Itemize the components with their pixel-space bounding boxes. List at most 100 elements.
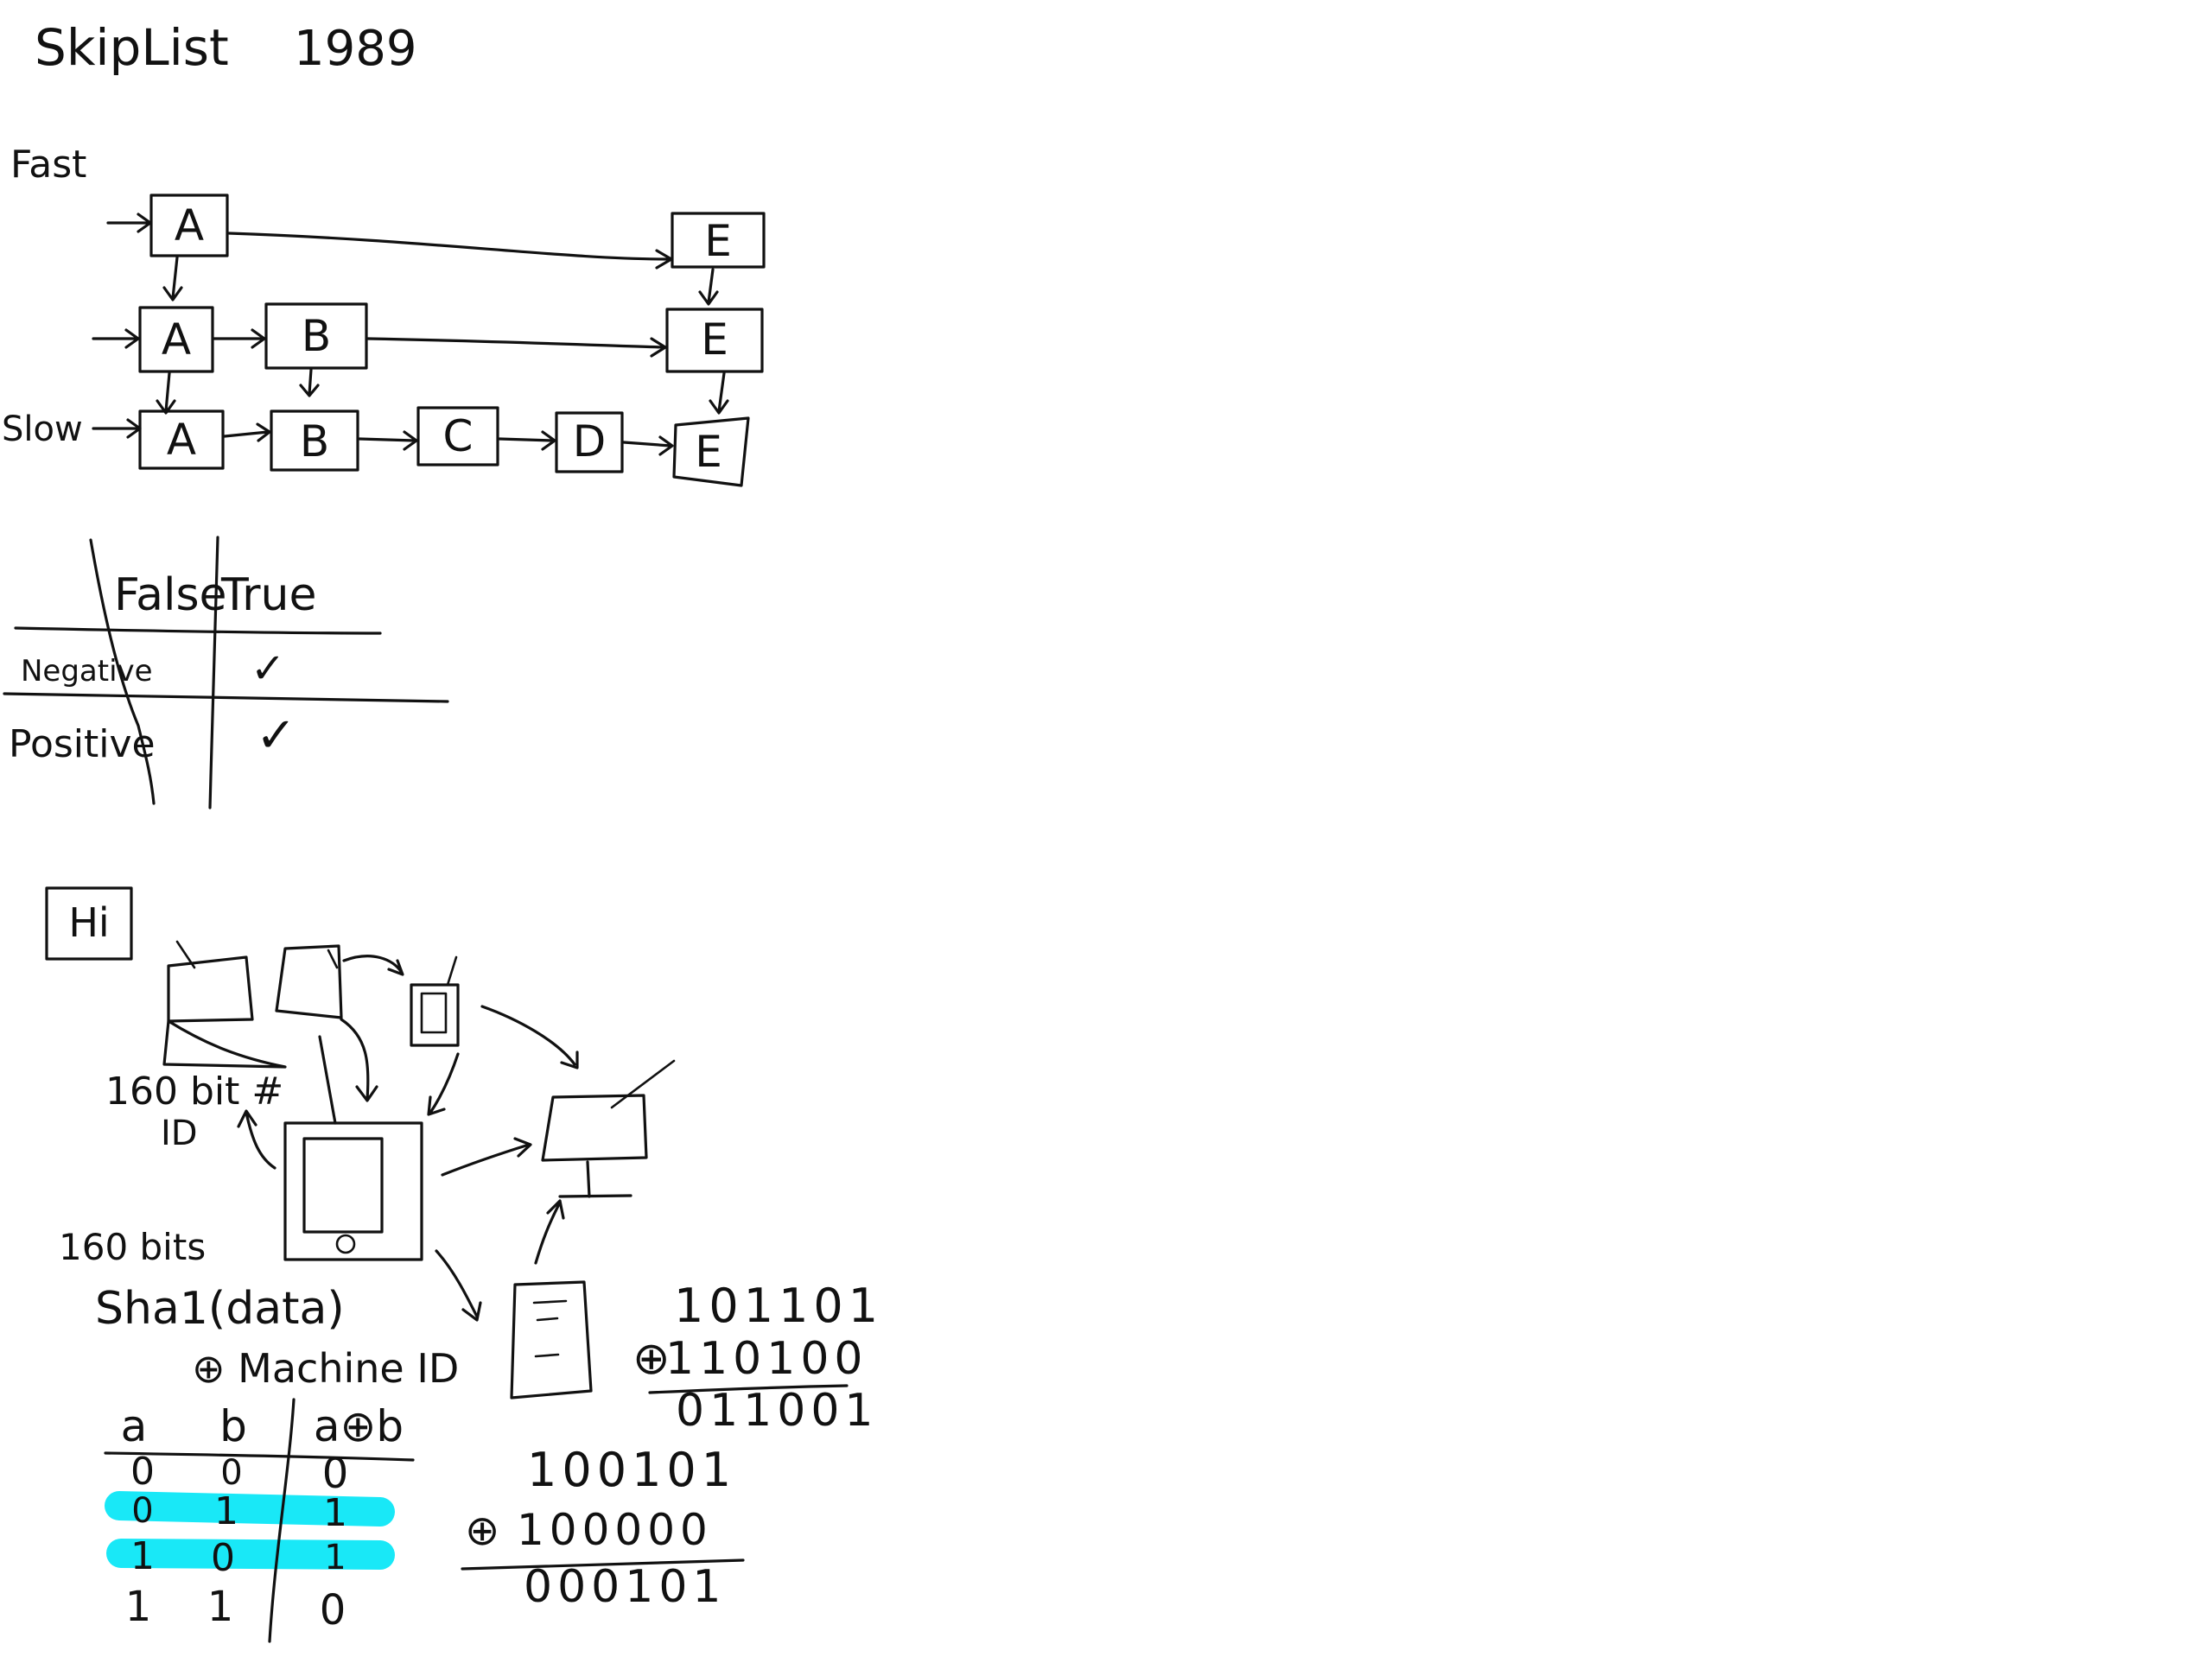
xor2-sum-rule	[461, 1558, 745, 1571]
row-label-positive: Positive	[9, 722, 156, 766]
node-level-3-A	[138, 409, 225, 470]
monitor-icon	[541, 1059, 676, 1198]
xor-example-1: 101101 ⊕ 110100 011001	[632, 1279, 883, 1437]
xor1-operand-a: 101101	[674, 1279, 883, 1333]
xor-header-aorb: a⊕b	[314, 1401, 404, 1451]
node-label: B	[300, 416, 329, 467]
down-arrow	[698, 268, 719, 306]
xor-table-divider-vertical	[268, 1398, 296, 1643]
xor-example-2: 100101 ⊕ 100000 000101	[461, 1443, 745, 1613]
xor-table-header-rule	[104, 1451, 415, 1462]
pointer-arrow	[622, 435, 674, 456]
xor-cell: 1	[125, 1583, 152, 1631]
node-label: C	[443, 411, 474, 461]
hash-line-1: Sha1(data)	[95, 1283, 345, 1335]
xor-cell: 0	[130, 1450, 155, 1494]
flow-arrow	[480, 1005, 579, 1070]
down-arrow	[709, 371, 729, 415]
sheet-icon	[275, 944, 343, 1019]
xor2-result: 000101	[524, 1561, 727, 1613]
xor2-operand-a: 100101	[527, 1443, 736, 1497]
phone-icon	[410, 955, 460, 1047]
flow-arrow	[340, 1018, 378, 1102]
xor1-sum-rule	[648, 1384, 849, 1394]
down-arrow	[156, 371, 176, 415]
node-level-2-E	[665, 308, 764, 373]
xor-cell: 0	[322, 1450, 349, 1498]
node-level-2-B	[264, 302, 368, 370]
node-label: E	[704, 216, 732, 266]
id-label-line-1: 160 bit #	[105, 1070, 283, 1114]
flow-arrow	[427, 1052, 460, 1116]
hi-label: Hi	[68, 899, 109, 946]
xor-header-b: b	[219, 1401, 247, 1451]
table-header-rule	[14, 626, 382, 635]
laptop-icon	[162, 940, 287, 1069]
document-icon	[510, 1280, 593, 1400]
node-level-3-D	[555, 411, 624, 473]
xor-cell: 0	[131, 1491, 153, 1531]
pointer-arrow	[227, 232, 673, 270]
xor2-operator: ⊕	[465, 1507, 499, 1555]
truth-table: False True Negative ✓ Positive ✓	[3, 536, 449, 809]
year-text: 1989	[294, 21, 417, 77]
down-arrow	[299, 368, 320, 397]
xor-cell: 0	[211, 1536, 235, 1580]
column-false: False	[114, 569, 227, 621]
xor-cell: 1	[130, 1534, 155, 1578]
pointer-arrow	[498, 430, 556, 451]
flow-arrow	[534, 1199, 565, 1265]
xor-table: a b a⊕b 0 0 0 0 1 1 1 0 1 1 1 0	[104, 1398, 415, 1643]
xor2-operand-b: 100000	[517, 1505, 713, 1555]
flow-arrow	[435, 1249, 482, 1322]
xor-cell: 1	[207, 1583, 234, 1631]
flow-arrow	[441, 1137, 532, 1177]
id-label-line-2: ID	[161, 1114, 198, 1153]
xor1-operator: ⊕	[632, 1333, 671, 1385]
pointer-arrow	[358, 430, 418, 451]
node-label: D	[573, 416, 607, 467]
slow-label: Slow	[2, 409, 83, 449]
flow-line	[318, 1035, 337, 1125]
entry-arrow-level-2	[92, 328, 140, 349]
node-level-3-B	[270, 409, 359, 472]
node-level-3-E	[672, 416, 750, 487]
xor-header-a: a	[121, 1401, 148, 1451]
node-level-1-A	[149, 194, 229, 257]
entry-arrow-level-3	[92, 418, 142, 439]
cell-positive-true: ✓	[256, 708, 296, 764]
xor-cell: 1	[323, 1491, 347, 1535]
xor-cell: 1	[324, 1538, 346, 1577]
column-true: True	[220, 569, 316, 621]
highlight-row-2	[105, 1491, 395, 1527]
down-arrow	[162, 256, 183, 301]
hi-box	[45, 886, 133, 961]
skiplist-diagram: Fast Slow A E A B E A B C D	[2, 143, 766, 487]
flow-arrow	[237, 1109, 276, 1170]
entry-arrow-level-1	[106, 213, 152, 233]
node-level-2-A	[138, 306, 214, 373]
flow-arrow	[342, 955, 404, 976]
xor1-result: 011001	[676, 1385, 879, 1437]
hash-line-2: ⊕ Machine ID	[192, 1345, 459, 1392]
title-text: SkipList	[35, 18, 229, 77]
node-label: A	[175, 200, 204, 251]
node-label: E	[701, 314, 728, 365]
highlight-row-3	[106, 1539, 395, 1570]
table-row-rule	[3, 692, 449, 703]
network-sketch: Hi	[45, 886, 676, 1400]
xor1-operand-b: 110100	[665, 1333, 868, 1385]
xor-cell: 0	[220, 1453, 242, 1493]
tablet-icon	[283, 1121, 423, 1261]
node-label: E	[695, 427, 722, 477]
table-divider-vertical	[208, 536, 219, 809]
pointer-arrow	[213, 328, 266, 349]
pointer-arrow	[366, 337, 667, 358]
node-label: A	[167, 415, 196, 465]
fast-label: Fast	[10, 143, 86, 187]
xor-cell: 0	[320, 1586, 346, 1634]
node-label: B	[302, 311, 331, 361]
row-label-negative: Negative	[21, 654, 153, 689]
